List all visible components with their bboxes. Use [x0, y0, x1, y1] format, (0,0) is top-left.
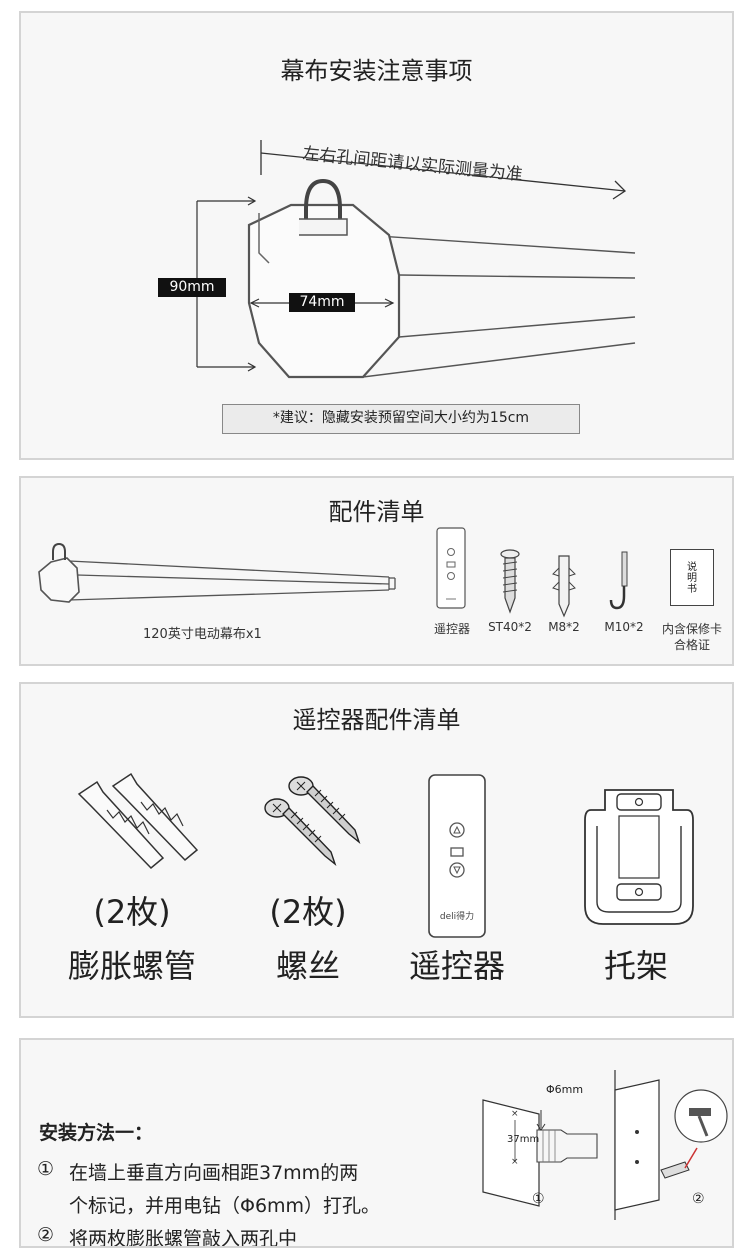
remote-brand: deli得力: [439, 912, 475, 922]
bracket-icon: [584, 789, 694, 925]
spacing-arrow: [260, 140, 627, 200]
installation-method-panel: 安装方法一： ① 在墙上垂直方向画相距37mm的两 个标记，并用电钻（Φ6mm）…: [19, 1038, 734, 1248]
item-name: 托架: [603, 947, 668, 985]
svg-text:×: ×: [511, 1157, 519, 1167]
parts-item-label: M10*2: [604, 620, 644, 634]
parts-item-label: ST40*2: [488, 620, 532, 634]
figure1-number: ①: [532, 1191, 545, 1207]
item-count: (2枚): [93, 893, 171, 931]
parts-item-label-2: 合格证: [673, 638, 710, 652]
remote-accessories-panel: 遥控器配件清单 deli得力: [19, 682, 734, 1018]
anchor-icon: [552, 555, 576, 618]
hook-icon: [609, 551, 628, 610]
casing-tube: [362, 234, 636, 378]
step2-number: ②: [37, 1224, 55, 1246]
screen-illustration: [38, 542, 396, 603]
installation-notes-panel: 幕布安装注意事项 左右孔间距请以实际测量为准: [19, 11, 734, 460]
step1-number: ①: [37, 1158, 55, 1180]
step2-text: 将两枚膨胀螺管敲入两孔中: [69, 1228, 298, 1248]
parts-item-label: 内含保修卡: [661, 622, 722, 636]
suggestion-box: *建议：隐藏安装预留空间大小约为15cm: [222, 404, 580, 434]
svg-text:×: ×: [511, 1109, 519, 1119]
drill-size-label: Φ6mm: [546, 1083, 584, 1096]
panel-title: 配件清单: [328, 498, 425, 526]
step1-text: 在墙上垂直方向画相距37mm的两: [69, 1162, 359, 1184]
parts-list-panel: 配件清单 120英寸电动幕布x1: [19, 476, 734, 666]
step1-text-cont: 个标记，并用电钻（Φ6mm）打孔。: [69, 1195, 381, 1217]
item-name: 膨胀螺管: [67, 947, 196, 985]
item-name: 遥控器: [408, 947, 505, 985]
parts-item-label: M8*2: [548, 620, 580, 634]
manual-text: 说明书: [687, 562, 697, 595]
figure2-number: ②: [692, 1191, 705, 1207]
panel-title: 幕布安装注意事项: [280, 57, 473, 85]
item-name: 螺丝: [275, 947, 340, 985]
screen-casing-diagram: [196, 140, 636, 379]
screen-caption: 120英寸电动幕布x1: [143, 627, 262, 642]
screws-icon: [264, 776, 361, 867]
screw-icon: [500, 549, 520, 614]
installation-figures: × ×: [482, 1070, 728, 1220]
hanging-hook: [304, 178, 342, 229]
panel-title: 遥控器配件清单: [292, 706, 461, 734]
expansion-anchor-icon: [77, 772, 199, 870]
method-heading: 安装方法一：: [39, 1122, 154, 1144]
width-label: 74mm: [289, 293, 355, 312]
item-count: (2枚): [269, 893, 347, 931]
end-cap-octagon: [247, 203, 401, 379]
manual-icon: 说明书: [670, 549, 714, 606]
remote-control-icon: [428, 774, 486, 938]
gap-label: 37mm: [507, 1134, 540, 1145]
parts-item-label: 遥控器: [433, 622, 470, 636]
remote-icon: [436, 527, 466, 609]
height-label: 90mm: [158, 278, 226, 297]
